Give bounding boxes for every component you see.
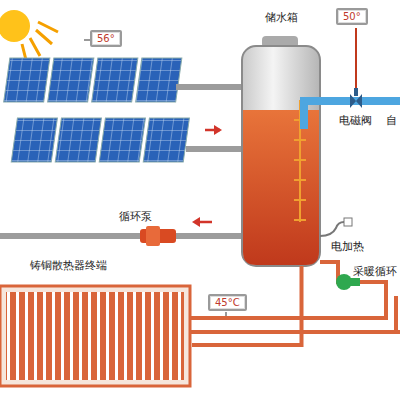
radiator xyxy=(0,286,190,386)
temperature-display: 56° xyxy=(90,30,122,47)
radiator-node: 铸铜散热器终端 xyxy=(0,258,192,388)
heating-pump-label: 采暖循环 xyxy=(352,265,398,278)
temperature-display: 45°C xyxy=(208,294,247,311)
temperature-reading: 56° xyxy=(97,33,115,44)
part-heading: 储水箱 xyxy=(240,10,322,25)
temperature-reading: 45°C xyxy=(215,297,240,308)
valve-label: 电磁阀 xyxy=(338,114,373,127)
inlet-label: 自 xyxy=(385,114,398,127)
storage-tank xyxy=(242,36,320,266)
heating-pipe xyxy=(192,266,302,345)
solar-panels xyxy=(0,58,198,162)
sun xyxy=(0,10,58,60)
storage-tank-node: 储水箱 xyxy=(240,10,322,266)
heater-cable xyxy=(320,222,344,236)
heater-label: 电加热 xyxy=(330,240,365,253)
part-heading: 铸铜散热器终端 xyxy=(0,258,192,273)
temperature-reading: 50° xyxy=(343,11,361,22)
temperature-display: 50° xyxy=(336,8,368,25)
solenoid-valve xyxy=(350,88,362,108)
pump-label: 循环泵 xyxy=(118,210,153,223)
circulation-pump xyxy=(140,226,176,246)
